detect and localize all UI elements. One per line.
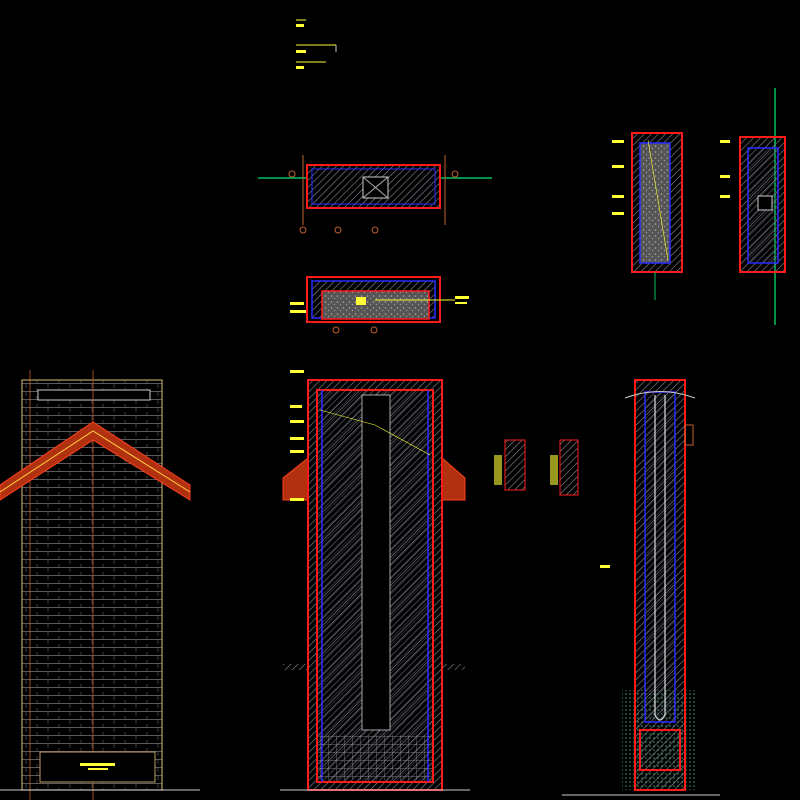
top-annotation-stack	[296, 19, 337, 69]
detail-right-b	[720, 88, 786, 325]
plan-lower-view	[290, 276, 469, 334]
vertical-section	[280, 370, 470, 791]
detail-right-a	[612, 132, 683, 300]
side-section	[562, 379, 720, 796]
plan-top-view	[258, 155, 492, 234]
front-elevation	[0, 370, 200, 800]
small-details	[494, 439, 579, 496]
